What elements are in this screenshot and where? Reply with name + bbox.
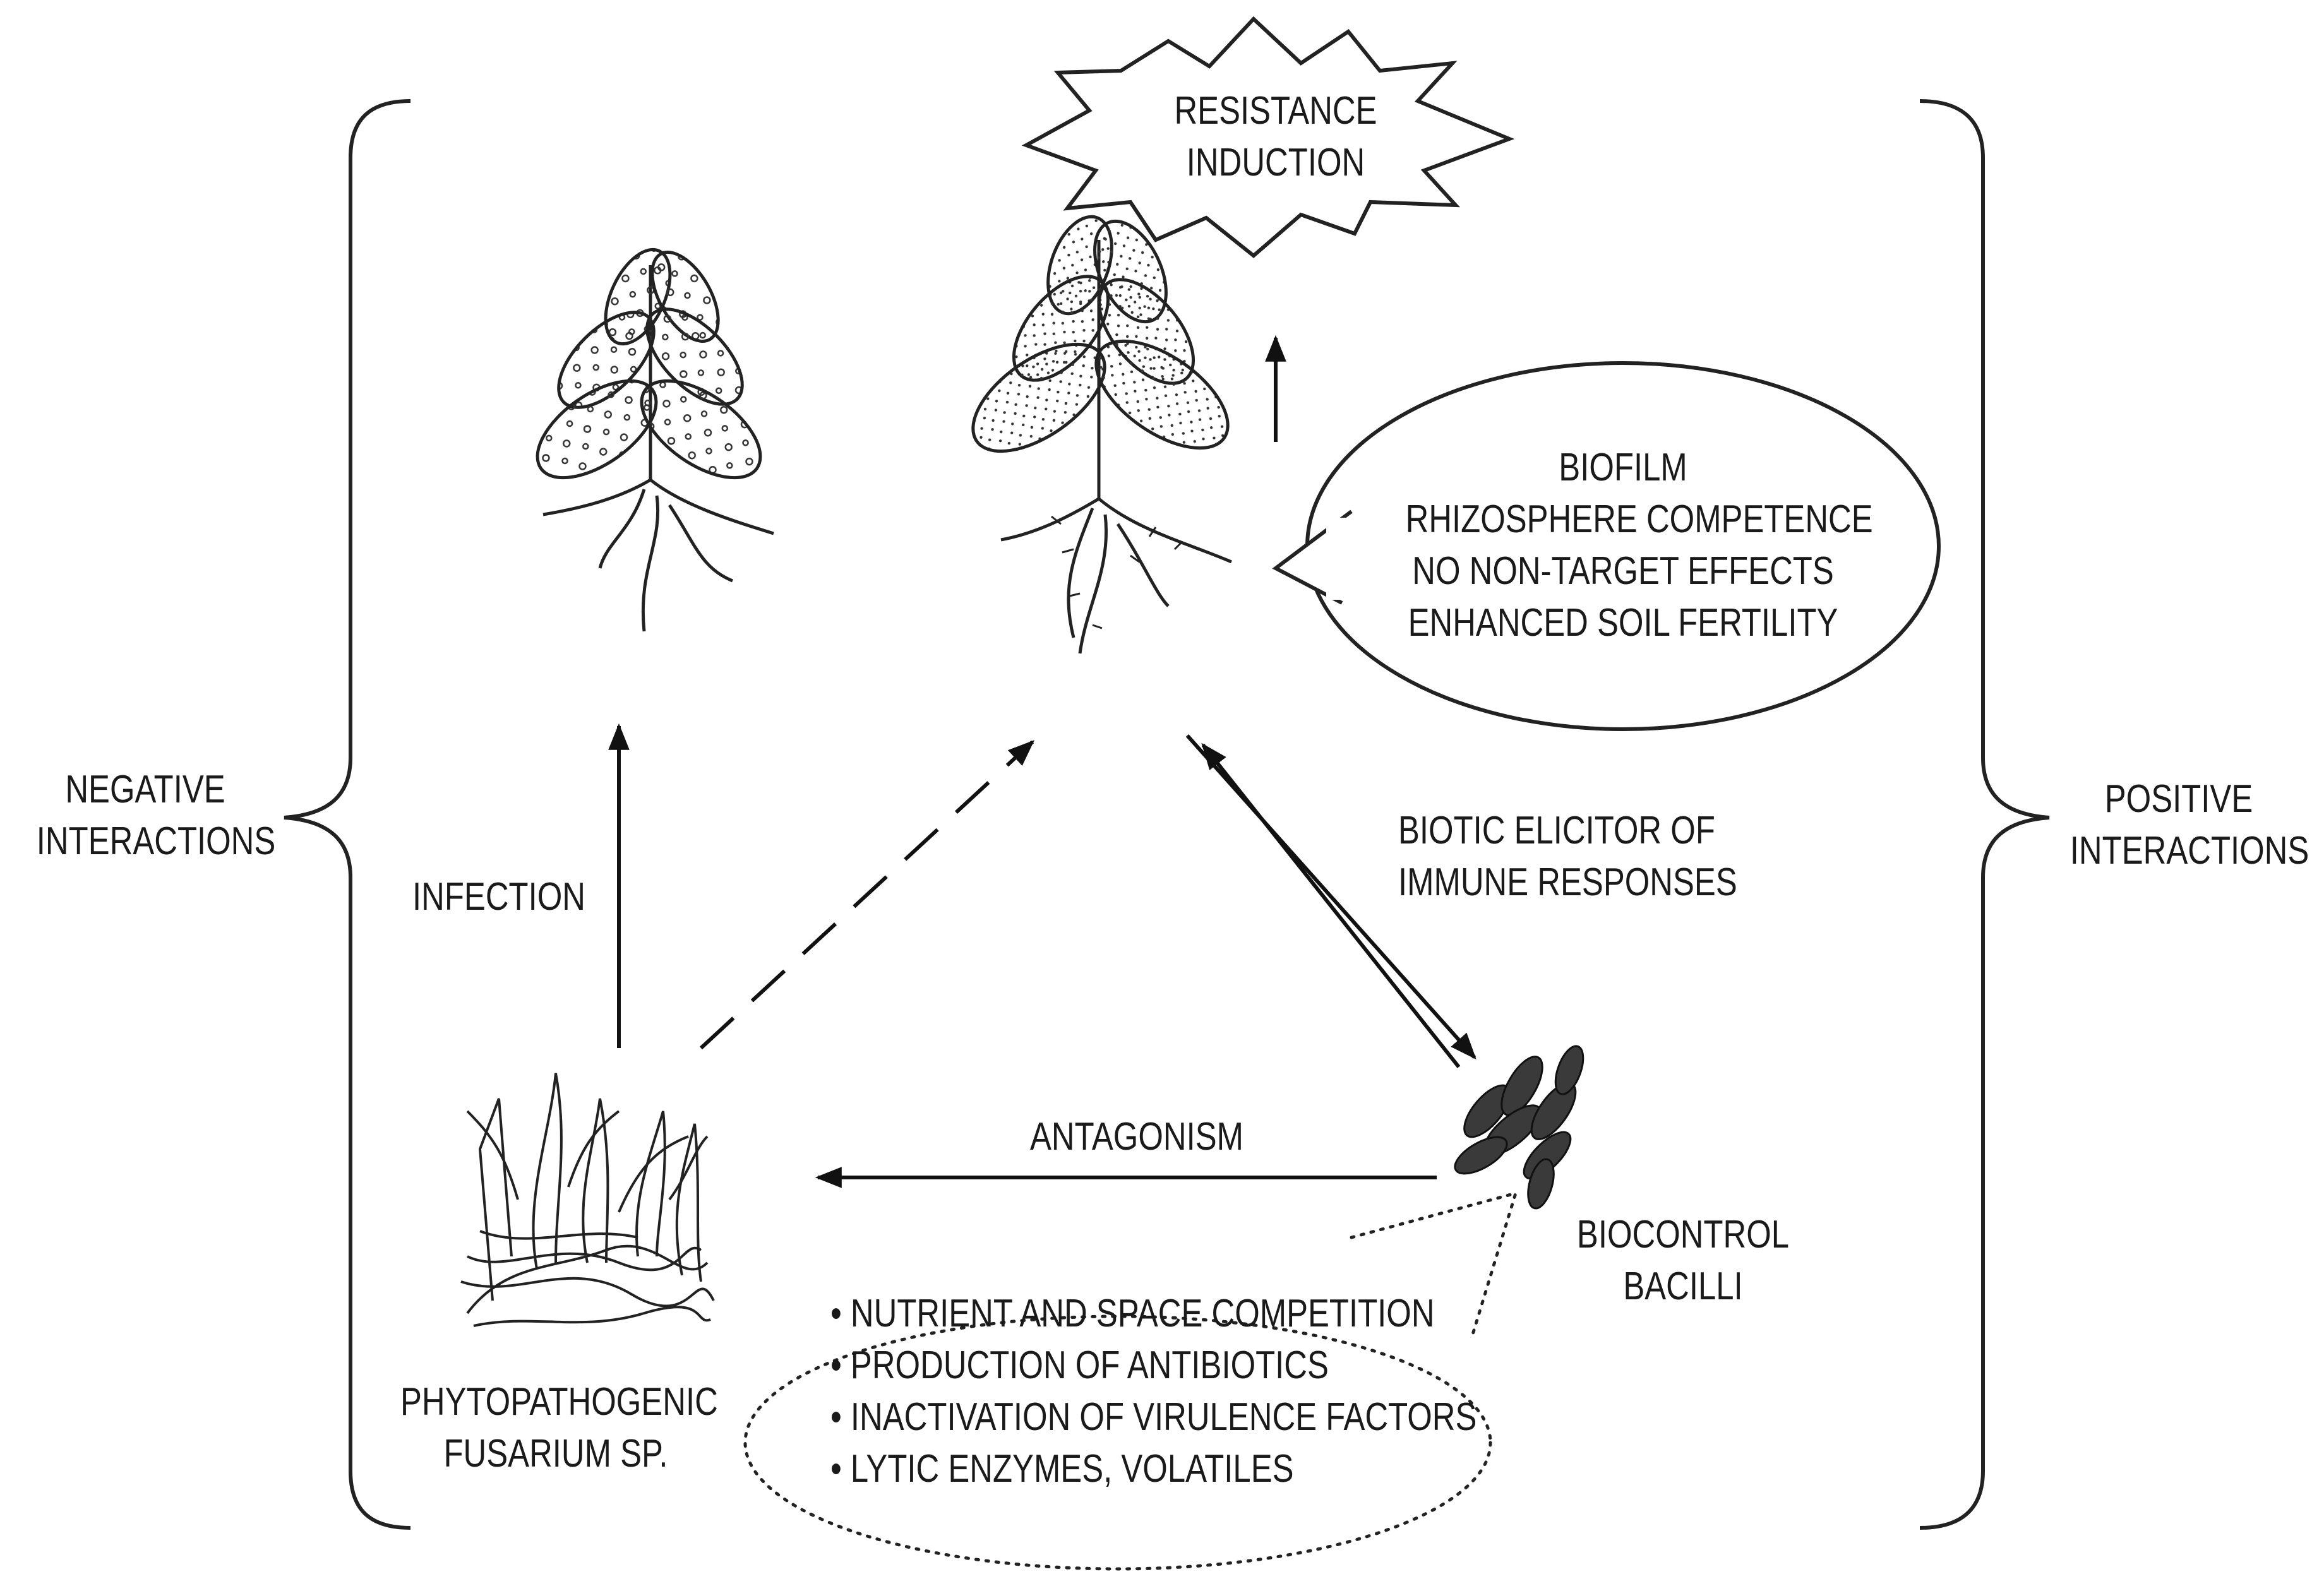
elicitor-arrow-down	[1185, 734, 1476, 1060]
mechanism-item: NUTRIENT AND SPACE COMPETITION	[830, 1288, 1476, 1340]
resistance-induction-label: RESISTANCE INDUCTION	[1174, 89, 1377, 184]
fusarium-label: PHYTOPATHOGENIC FUSARIUM SP.	[400, 1380, 718, 1475]
mechanism-item: PRODUCTION OF ANTIBIOTICS	[830, 1340, 1476, 1391]
biotic-elicitor-label: BIOTIC ELICITOR OF IMMUNE RESPONSES	[1398, 809, 1737, 904]
negative-brace	[284, 99, 411, 1530]
resistance-starburst	[1021, 16, 1515, 258]
mechanism-item: LYTIC ENZYMES, VOLATILES	[830, 1443, 1476, 1495]
positive-interactions-label: POSITIVE INTERACTIONS	[2069, 777, 2309, 873]
infected-plant-illustration	[536, 247, 774, 632]
dashed-arrow	[699, 740, 1035, 1050]
bacilli-illustration	[1454, 1045, 1584, 1210]
healthy-plant-illustration	[971, 215, 1232, 654]
negative-interactions-label: NEGATIVE INTERACTIONS	[36, 768, 276, 863]
infection-label: INFECTION	[412, 875, 585, 919]
mechanisms-list: NUTRIENT AND SPACE COMPETITION PRODUCTIO…	[830, 1288, 1477, 1495]
mechanism-item: INACTIVATION OF VIRULENCE FACTORS	[830, 1391, 1477, 1443]
biocontrol-bacilli-label: BIOCONTROL BACILLI	[1576, 1213, 1790, 1308]
elicitor-arrow-up	[1201, 742, 1461, 1068]
fusarium-illustration	[460, 1073, 715, 1327]
positive-brace	[1919, 99, 2050, 1530]
positive-traits-list: BIOFILM RHIZOSPHERE COMPETENCE NO NON-TA…	[1405, 446, 1873, 645]
antagonism-label: ANTAGONISM	[1029, 1115, 1243, 1159]
